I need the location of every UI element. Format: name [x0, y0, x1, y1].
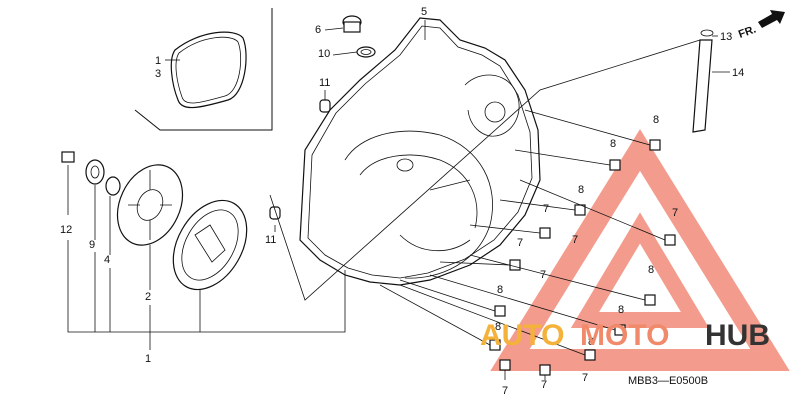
callout-8: 8: [495, 321, 501, 333]
rotor-plate-part: [116, 164, 184, 246]
front-direction-arrow: FR.: [737, 10, 785, 41]
watermark-text: AUTO MOTO HUB: [480, 319, 770, 352]
callout-3: 3: [155, 68, 161, 80]
callout-10: 10: [318, 48, 330, 60]
callout-1-bottom: 1: [145, 353, 151, 365]
oil-filler-cap-part: [342, 15, 376, 58]
callout-13: 13: [720, 31, 732, 43]
callout-2: 2: [145, 291, 151, 303]
callout-7: 7: [541, 379, 547, 391]
watermark-auto: AUTO: [480, 319, 564, 352]
callout-11-top: 11: [319, 77, 330, 89]
callout-8: 8: [578, 184, 584, 196]
callout-8: 8: [588, 336, 594, 348]
flange-bolt-parts: [489, 139, 676, 376]
callout-11-lower: 11: [265, 234, 276, 246]
watermark-moto: MOTO: [580, 319, 669, 352]
callout-7: 7: [502, 385, 508, 397]
leader-lines: [67, 20, 730, 380]
callout-4: 4: [104, 254, 110, 266]
diagram-code: MBB3—E0500B: [628, 375, 708, 387]
o-ring-gasket-part: [134, 8, 273, 131]
callout-14: 14: [732, 67, 744, 79]
callout-6: 6: [315, 24, 321, 36]
watermark-logo: [490, 129, 790, 371]
callout-5: 5: [421, 6, 427, 18]
callout-7: 7: [582, 372, 588, 384]
callout-8: 8: [653, 114, 659, 126]
callout-7: 7: [572, 234, 578, 246]
callout-8: 8: [497, 284, 503, 296]
callout-8: 8: [648, 264, 654, 276]
callout-7: 7: [517, 237, 523, 249]
callout-numbers: 1 3 6 10 5 11 11 13 14 12 9 4 2 1 8 8 8 …: [60, 6, 744, 397]
crankcase-cover-part: [299, 17, 541, 286]
breather-hose-part: [692, 29, 714, 133]
callout-7: 7: [543, 203, 549, 215]
callout-7: 7: [672, 207, 678, 219]
callout-8: 8: [610, 138, 616, 150]
callout-8: 8: [618, 304, 624, 316]
small-hardware-parts: [61, 151, 121, 196]
outer-cover-part: [172, 199, 248, 291]
callout-9: 9: [89, 239, 95, 251]
callout-1-top: 1: [155, 55, 161, 67]
callout-7: 7: [540, 269, 546, 281]
callout-12: 12: [60, 224, 72, 236]
watermark-hub: HUB: [705, 319, 770, 352]
front-arrow-label: FR.: [737, 23, 758, 40]
